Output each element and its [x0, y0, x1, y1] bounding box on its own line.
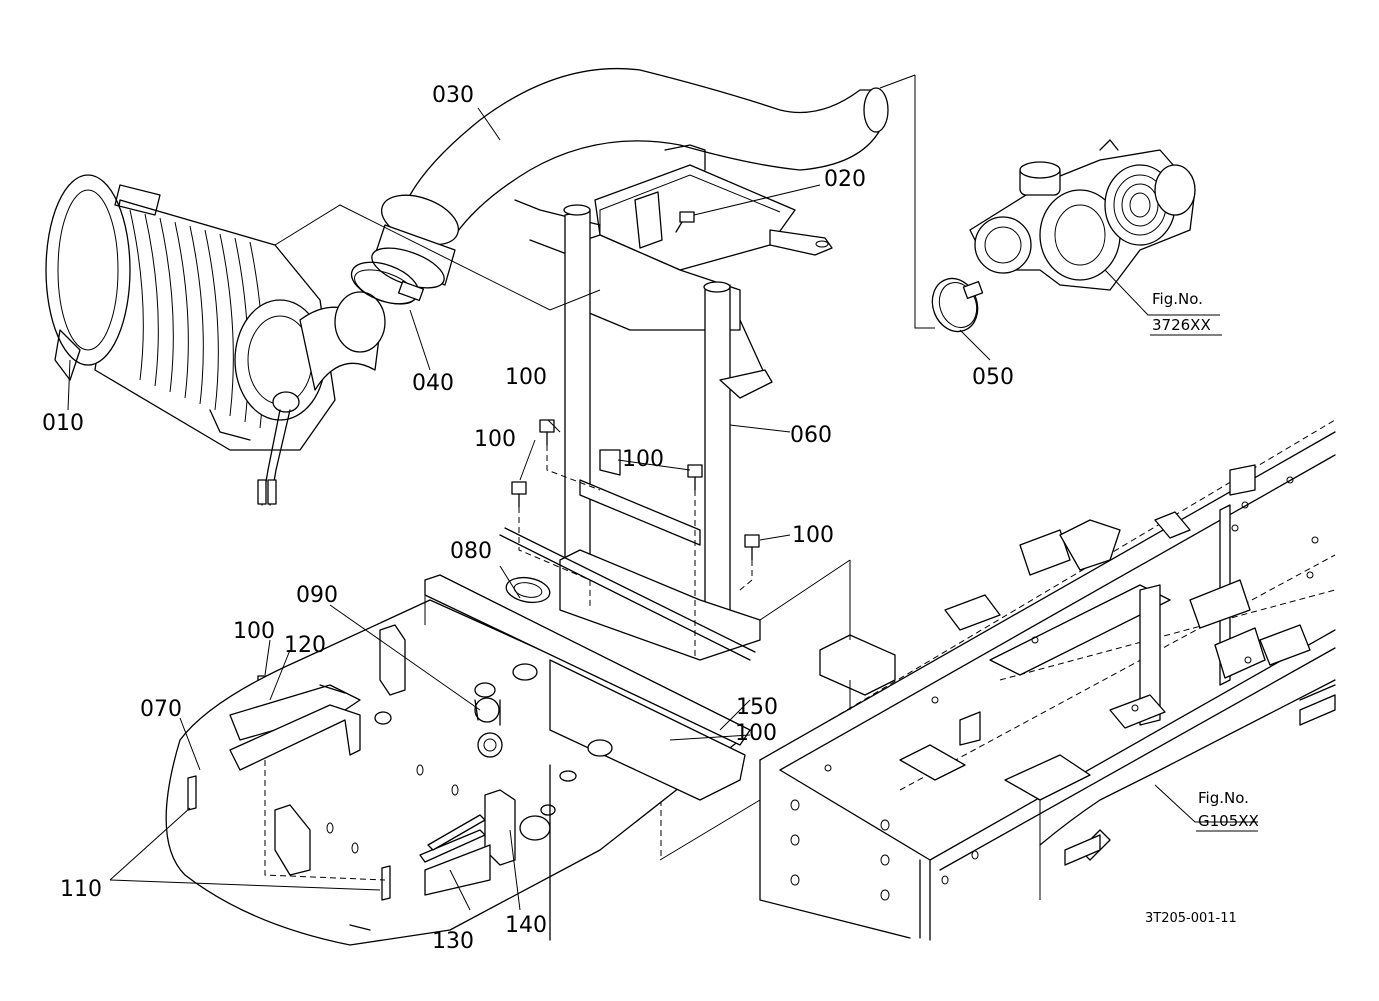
label-110: 110 — [60, 877, 102, 902]
support-stand — [514, 144, 833, 661]
turbo-fig-reference: Fig.No. 3726XX — [879, 74, 1222, 336]
label-010: 010 — [42, 411, 84, 436]
turbo-fig-label: Fig.No. — [1152, 290, 1203, 308]
frame-fig-reference: Fig.No. G105XX — [1154, 784, 1259, 832]
label-080: 080 — [450, 539, 492, 564]
label-090: 090 — [296, 583, 338, 608]
frame-fig-code: G105XX — [1198, 812, 1259, 830]
hose-clamp-040 — [350, 261, 425, 305]
bolt-020 — [675, 184, 821, 233]
chassis-frame — [759, 419, 1336, 941]
frame-bracket-left — [819, 634, 896, 710]
label-100-b: 100 — [474, 427, 516, 452]
label-030: 030 — [432, 83, 474, 108]
phantom-lines — [274, 204, 851, 861]
bracket-090-120 — [319, 684, 501, 726]
label-100-a: 100 — [505, 365, 547, 390]
leader-lines — [67, 107, 991, 911]
air-hose — [371, 67, 889, 289]
label-120: 120 — [284, 633, 326, 658]
label-050: 050 — [972, 365, 1014, 390]
label-070: 070 — [140, 697, 182, 722]
turbocharger — [969, 139, 1196, 291]
part-labels: 010 020 030 040 050 060 070 080 090 100 … — [42, 83, 1014, 954]
label-020: 020 — [824, 167, 866, 192]
label-130: 130 — [432, 929, 474, 954]
frame-fig-label: Fig.No. — [1198, 789, 1249, 807]
air-cleaner — [45, 174, 386, 506]
label-150: 150 — [736, 695, 778, 720]
label-040: 040 — [412, 371, 454, 396]
label-060: 060 — [790, 423, 832, 448]
label-100-f: 100 — [735, 721, 777, 746]
turbo-fig-code: 3726XX — [1152, 316, 1211, 334]
label-140: 140 — [505, 913, 547, 938]
base-plate — [165, 574, 751, 946]
label-100-e: 100 — [233, 619, 275, 644]
rod — [499, 527, 756, 661]
drawing-code: 3T205-001-11 — [1145, 911, 1237, 926]
label-100-d: 100 — [792, 523, 834, 548]
label-100-c: 100 — [622, 447, 664, 472]
hose-clamp-050 — [931, 277, 984, 333]
